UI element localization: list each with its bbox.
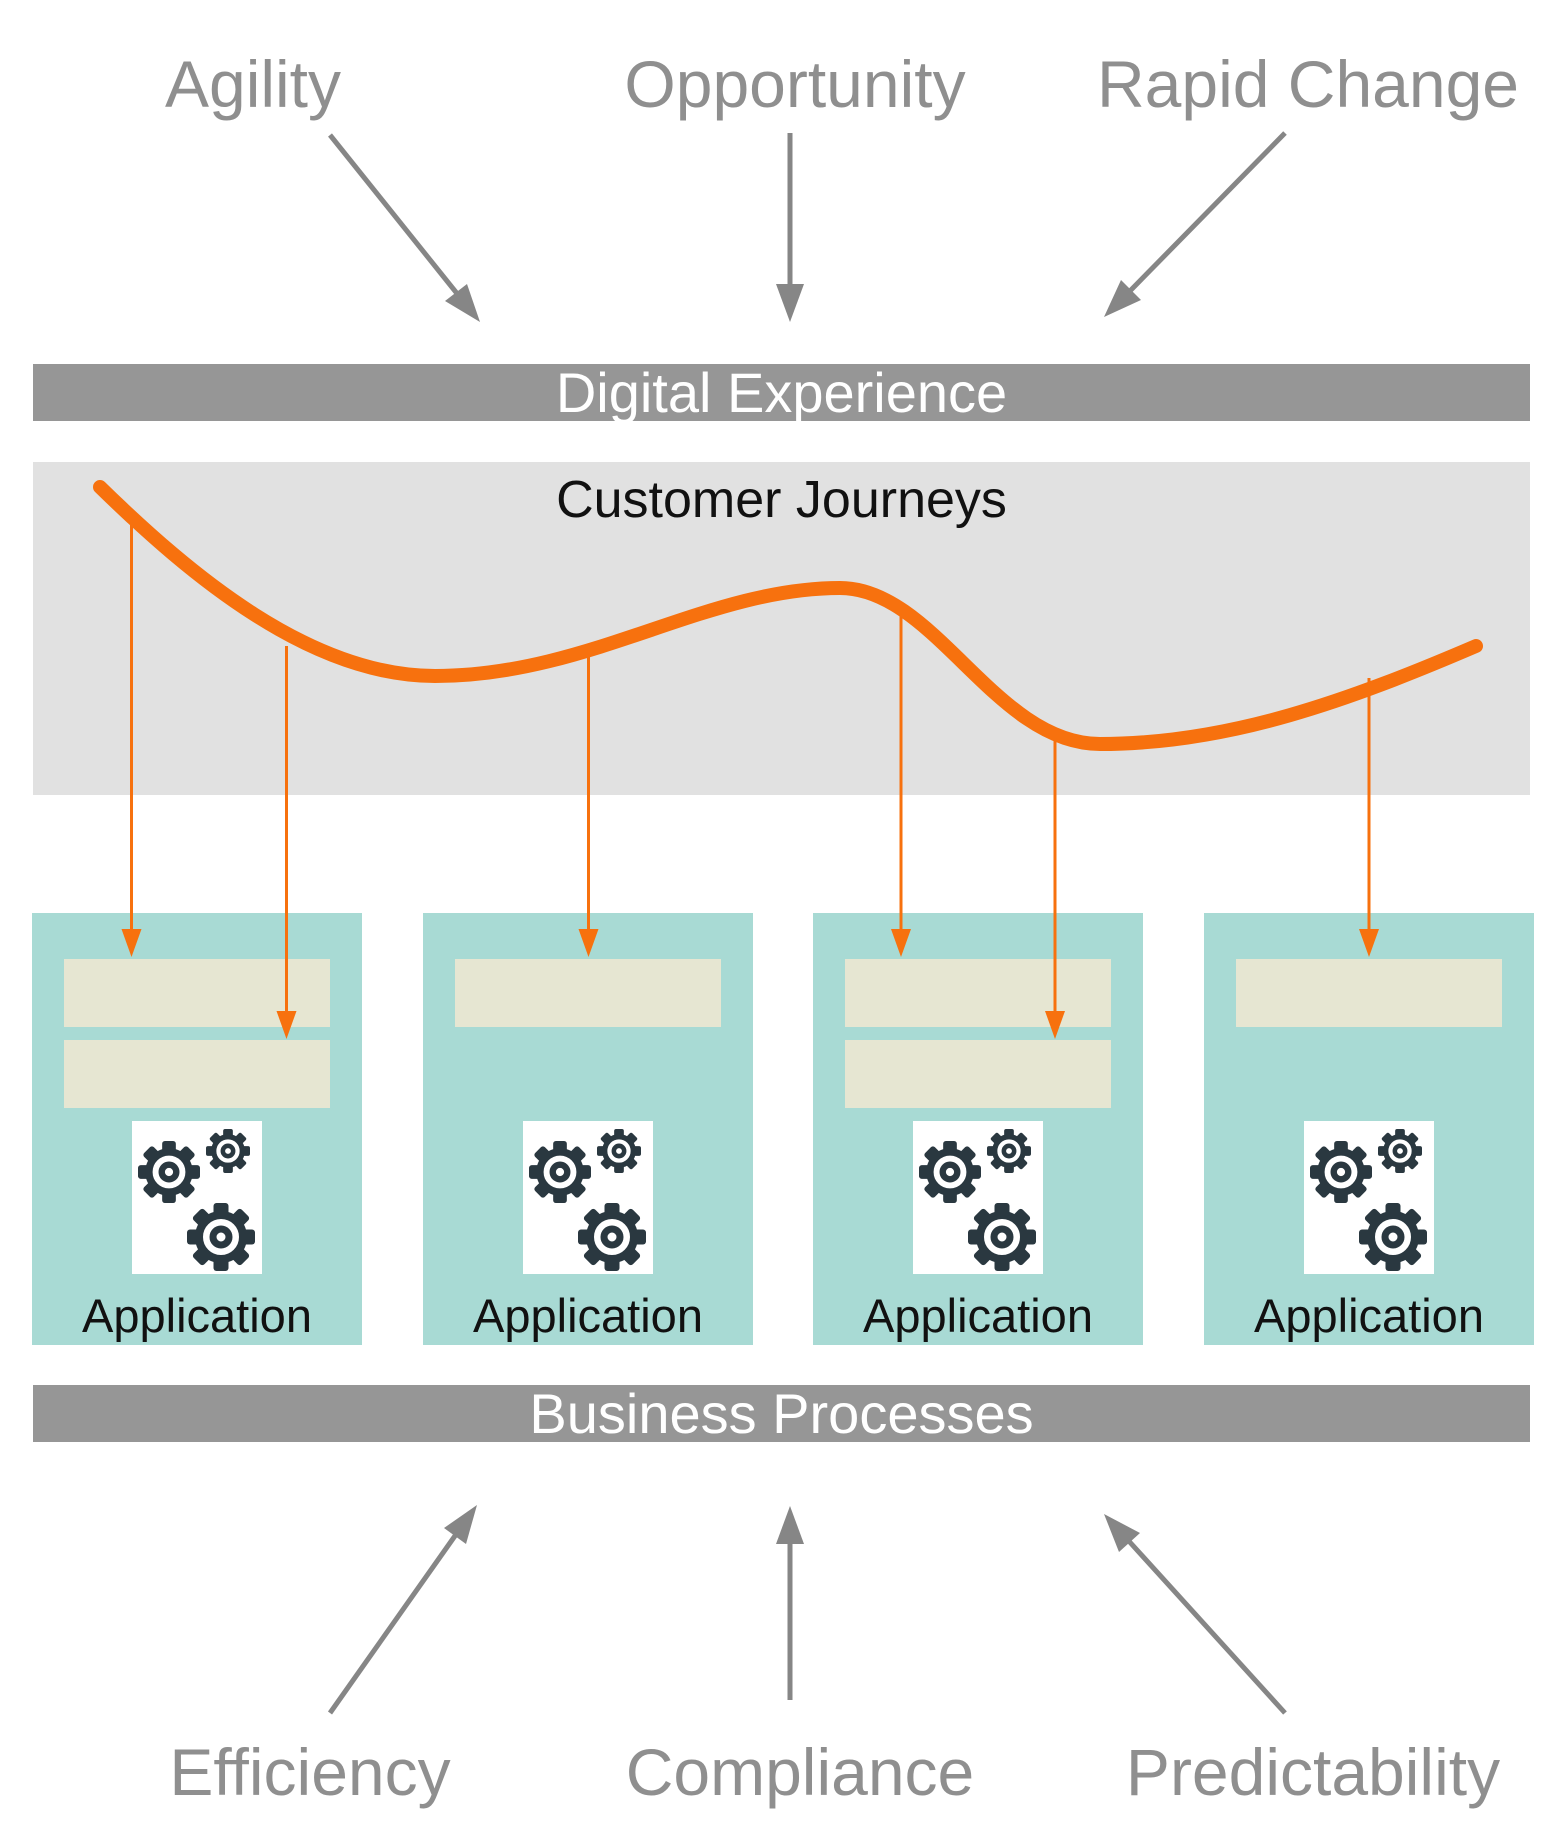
application-label: Application bbox=[1254, 1289, 1484, 1342]
gears-icon bbox=[913, 1121, 1043, 1274]
integration-slot bbox=[845, 959, 1111, 1027]
customer-journeys-panel: Customer Journeys bbox=[33, 462, 1530, 795]
influence-arrow-agility bbox=[328, 133, 480, 322]
factor-label-compliance: Compliance bbox=[625, 1735, 975, 1809]
application-box-4: Application bbox=[1204, 913, 1534, 1345]
integration-slot bbox=[455, 959, 721, 1027]
integration-slot bbox=[845, 1040, 1111, 1108]
gears-icon bbox=[132, 1121, 262, 1274]
gears-icon bbox=[523, 1121, 653, 1274]
integration-slots bbox=[1236, 959, 1502, 1040]
factor-label-agility: Agility bbox=[164, 47, 342, 121]
application-box-1: Application bbox=[32, 913, 362, 1345]
application-box-2: Application bbox=[423, 913, 753, 1345]
application-label: Application bbox=[473, 1289, 703, 1342]
influence-arrow-efficiency bbox=[327, 1505, 477, 1715]
gears-icon bbox=[1304, 1121, 1434, 1274]
digital-experience-band: Digital Experience bbox=[33, 364, 1530, 421]
application-box-3: Application bbox=[813, 913, 1143, 1345]
factor-label-rapid-change: Rapid Change bbox=[1097, 47, 1519, 121]
integration-slot bbox=[64, 1040, 330, 1108]
application-label: Application bbox=[863, 1289, 1093, 1342]
factor-label-efficiency: Efficiency bbox=[169, 1735, 451, 1809]
integration-slots bbox=[455, 959, 721, 1040]
influence-arrow-predictability bbox=[1104, 1514, 1287, 1715]
integration-slots bbox=[845, 959, 1111, 1121]
factor-label-predictability: Predictability bbox=[1125, 1735, 1501, 1809]
application-label: Application bbox=[82, 1289, 312, 1342]
influence-arrow-rapid-change bbox=[1104, 131, 1287, 317]
integration-slots bbox=[64, 959, 330, 1121]
factor-label-opportunity: Opportunity bbox=[624, 47, 966, 121]
customer-journeys-title: Customer Journeys bbox=[556, 471, 1007, 529]
influence-arrow-compliance bbox=[776, 1506, 804, 1700]
influence-arrow-opportunity bbox=[776, 133, 804, 322]
integration-slot bbox=[1236, 959, 1502, 1027]
business-processes-band: Business Processes bbox=[33, 1385, 1530, 1442]
integration-slot bbox=[64, 959, 330, 1027]
